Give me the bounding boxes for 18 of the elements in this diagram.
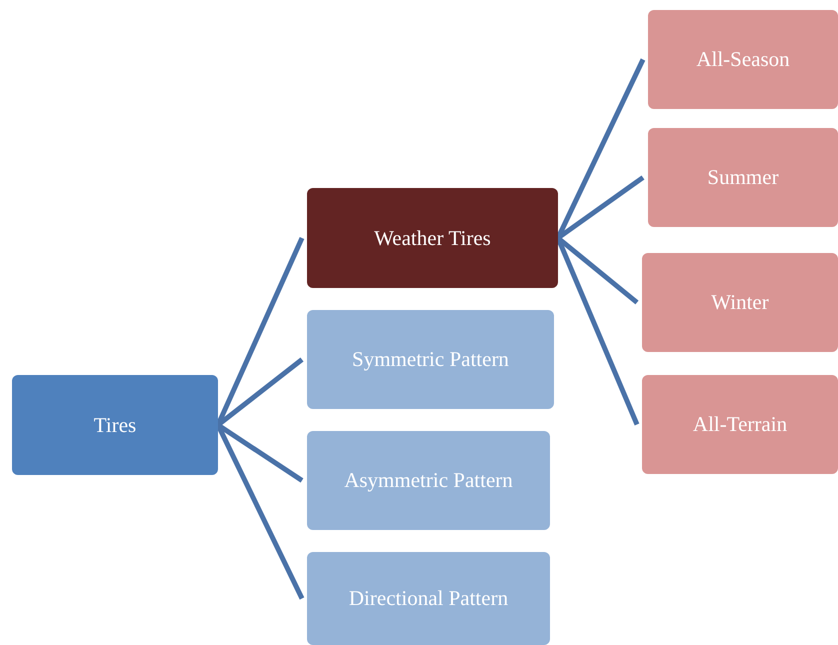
category-box — [307, 431, 550, 530]
box-label: Asymmetric Pattern — [344, 468, 513, 493]
category-box — [642, 253, 838, 352]
box-label: Winter — [711, 290, 769, 315]
category-box — [648, 128, 838, 227]
box-label: Tires — [94, 412, 136, 438]
category-box — [12, 375, 218, 475]
category-box — [307, 188, 558, 288]
box-label: Weather Tires — [374, 226, 491, 250]
category-box — [642, 375, 838, 474]
box-label: All-Season — [696, 47, 790, 72]
category-box — [648, 10, 838, 109]
box-label: All-Terrain — [692, 412, 788, 437]
box-label: Symmetric Pattern — [352, 347, 509, 372]
box-label: Summer — [707, 165, 779, 190]
box-label: Directional Pattern — [348, 586, 508, 611]
category-box — [307, 310, 554, 409]
category-box — [307, 552, 550, 645]
